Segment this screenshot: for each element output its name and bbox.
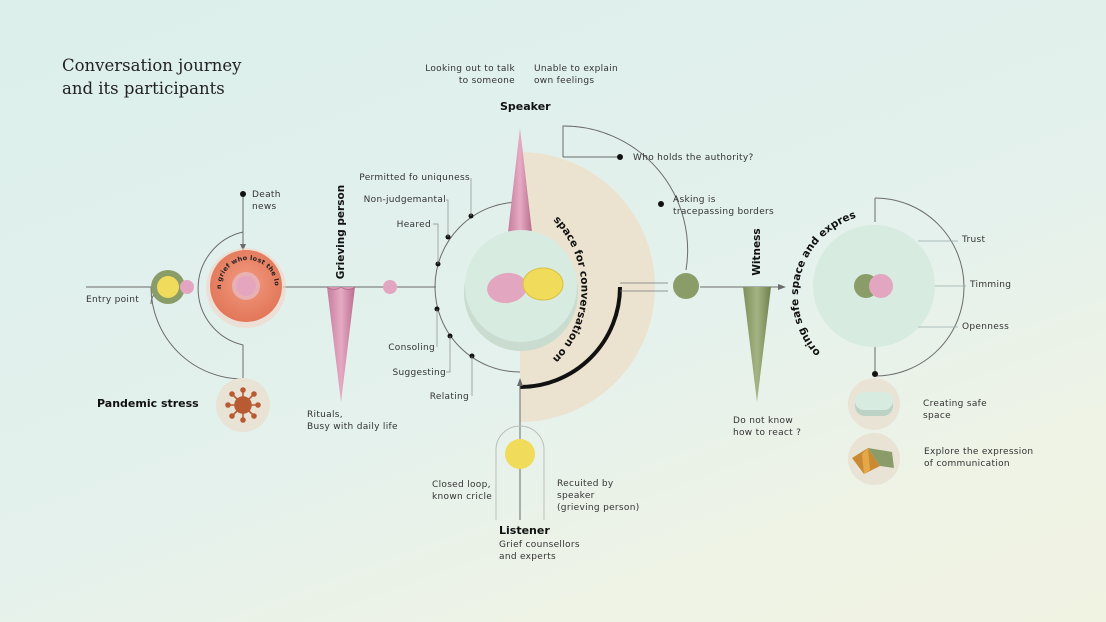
book-icon	[852, 448, 894, 474]
permitted-label: Permitted fo uniquness	[359, 173, 470, 183]
entry-pink-dot	[180, 280, 194, 294]
explore-bottom-dot	[872, 371, 878, 377]
speaker-dot-arc	[434, 201, 521, 373]
rituals-label: Rituals,Busy with daily life	[307, 410, 398, 432]
closed-loop-label: Closed loop,known cricle	[432, 480, 493, 502]
page-title: Conversation journey and its participant…	[62, 56, 242, 98]
speaker-label: Speaker	[500, 100, 551, 113]
listener-arch	[495, 425, 545, 520]
death-news-arrow	[240, 244, 246, 251]
grieving-cone-top	[326, 286, 356, 290]
trust-label: Trust	[962, 235, 986, 245]
yellow-pill	[522, 267, 564, 301]
witness-label: Witness	[751, 228, 763, 276]
witness-cone	[743, 287, 771, 402]
safe-space-half	[520, 152, 655, 422]
pandemic-stress-label: Pandemic stress	[97, 397, 199, 410]
pink-pill	[487, 272, 527, 304]
non-judgemental-label: Non-judgemantal	[363, 195, 446, 205]
person-inner-dot	[236, 276, 256, 296]
listener-yellow-dot	[505, 439, 535, 469]
timming-label: Timming	[970, 280, 1012, 290]
suggesting-label: Suggesting	[392, 368, 446, 378]
safe-space-link	[620, 282, 668, 292]
person-arc-text: Person in grief who lost the loved ones	[0, 0, 281, 289]
authority-dot	[617, 154, 623, 160]
explore-label-lines	[918, 240, 966, 328]
person-outer-arc	[197, 231, 244, 379]
explore-pink-dot	[869, 274, 893, 298]
speaker-dots	[434, 213, 475, 359]
death-news-dot	[240, 191, 246, 197]
relating-label: Relating	[429, 392, 469, 402]
arrow-head	[778, 284, 786, 290]
explore-outer-arc	[874, 197, 965, 377]
entry-yellow-dot	[157, 276, 179, 298]
who-holds-label: Who holds the authority?	[633, 153, 754, 163]
listener-label: Listener	[499, 524, 550, 537]
heared-label: Heared	[396, 220, 431, 230]
speaker-cone	[508, 128, 532, 232]
asking-dot	[658, 201, 664, 207]
pink-connector-dot	[383, 280, 397, 294]
consoling-label: Consoling	[388, 343, 435, 353]
authority-arc	[562, 125, 689, 271]
virus-icon	[225, 387, 261, 423]
pill-icon-top	[855, 392, 893, 410]
speaker-label-lines	[433, 178, 473, 396]
openness-label: Openness	[962, 322, 1010, 332]
safe-space-black-arc	[519, 286, 622, 389]
entry-lower-arc	[150, 286, 244, 380]
entry-point-label: Entry point	[86, 295, 140, 305]
listener-arrow	[517, 378, 523, 386]
witness-link-node	[673, 273, 699, 299]
grieving-cone	[327, 287, 355, 402]
